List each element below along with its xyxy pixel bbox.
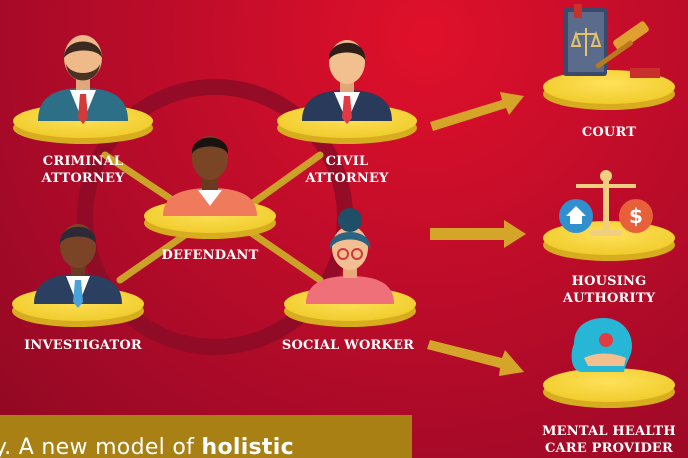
- connector-lines: [101, 151, 324, 284]
- defendant-figure: [163, 136, 257, 216]
- housing-label-line1: HOUSING: [571, 274, 647, 289]
- civil-attorney-label: CIVIL ATTORNEY: [292, 153, 402, 187]
- caption-banner: y. A new model of holistic: [0, 415, 412, 458]
- criminal-attorney-label-line2: ATTORNEY: [41, 171, 125, 186]
- caption-text: y. A new model of holistic: [0, 435, 294, 458]
- mental-health-label-line2: CARE PROVIDER: [544, 441, 674, 456]
- scale-icon: $: [559, 170, 653, 236]
- svg-text:$: $: [629, 204, 643, 228]
- caption-bold: holistic: [201, 435, 294, 458]
- mental-health-label: MENTAL HEALTH CARE PROVIDER: [536, 423, 682, 457]
- caption-lead: y. A new model of: [0, 435, 202, 458]
- platform-court: [543, 70, 675, 110]
- court-label: COURT: [581, 125, 637, 140]
- criminal-attorney-label: CRIMINAL ATTORNEY: [28, 153, 138, 187]
- court-icon: [563, 4, 660, 78]
- investigator-figure: [34, 224, 122, 308]
- platform-mental-health: [543, 368, 675, 408]
- housing-label-line2: AUTHORITY: [562, 291, 656, 306]
- civil-attorney-label-line2: ATTORNEY: [305, 171, 389, 186]
- defendant-label: DEFENDANT: [161, 248, 259, 263]
- housing-authority-label: HOUSING AUTHORITY: [554, 273, 664, 307]
- arrow-court: [430, 92, 524, 131]
- civil-attorney-figure: [302, 40, 392, 124]
- investigator-label: INVESTIGATOR: [24, 338, 142, 353]
- social-worker-label: SOCIAL WORKER: [281, 338, 415, 353]
- arrow-mental-health: [427, 340, 524, 376]
- mental-health-label-line1: MENTAL HEALTH: [542, 424, 676, 439]
- criminal-attorney-figure: [38, 35, 128, 124]
- social-worker-figure: [306, 208, 394, 304]
- civil-attorney-label-line1: CIVIL: [325, 154, 369, 169]
- arrow-housing: [430, 220, 526, 248]
- criminal-attorney-label-line1: CRIMINAL: [42, 154, 124, 169]
- mental-health-icon: [571, 318, 632, 372]
